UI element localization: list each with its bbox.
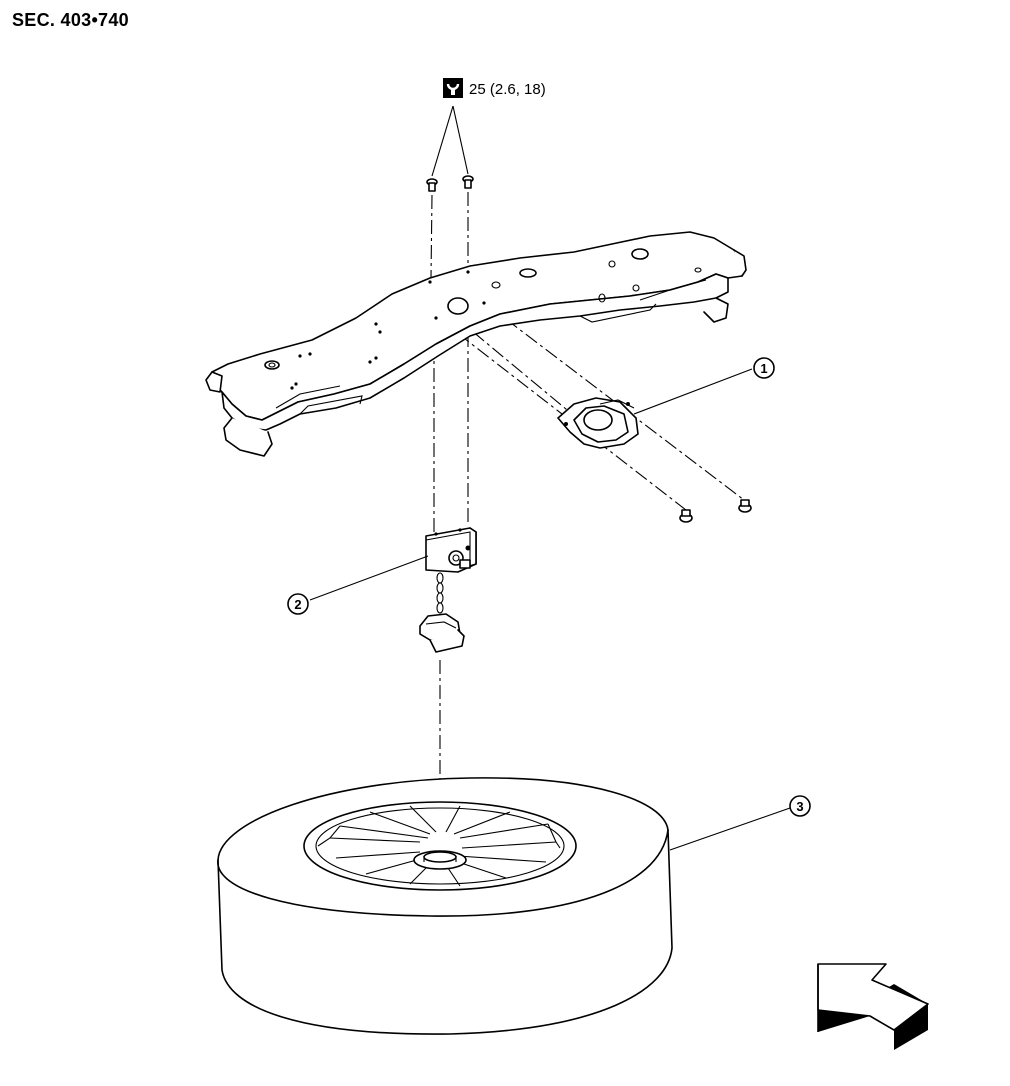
torque-wrench-icon — [443, 78, 463, 98]
bolt-right — [462, 175, 474, 189]
bolt-left — [426, 178, 438, 192]
part-1-bracket — [557, 397, 639, 449]
svg-text:1: 1 — [760, 361, 767, 376]
callout-2: 2 — [287, 593, 309, 615]
crossmember — [205, 231, 747, 457]
part-3-spare-tire — [217, 777, 673, 1035]
callout-leaders — [309, 368, 791, 851]
svg-text:2: 2 — [294, 597, 301, 612]
svg-text:3: 3 — [796, 799, 803, 814]
torque-spec-text: 25 (2.6, 18) — [469, 81, 546, 98]
front-direction-arrow-icon — [817, 963, 929, 1050]
part-2-hoist — [419, 527, 477, 653]
bolt-lower-right — [738, 499, 752, 513]
callout-1: 1 — [753, 357, 775, 379]
torque-leader-lines — [431, 105, 469, 177]
callout-3: 3 — [789, 795, 811, 817]
bolt-lower-left — [679, 509, 693, 523]
section-label: SEC. 403•740 — [12, 10, 129, 30]
